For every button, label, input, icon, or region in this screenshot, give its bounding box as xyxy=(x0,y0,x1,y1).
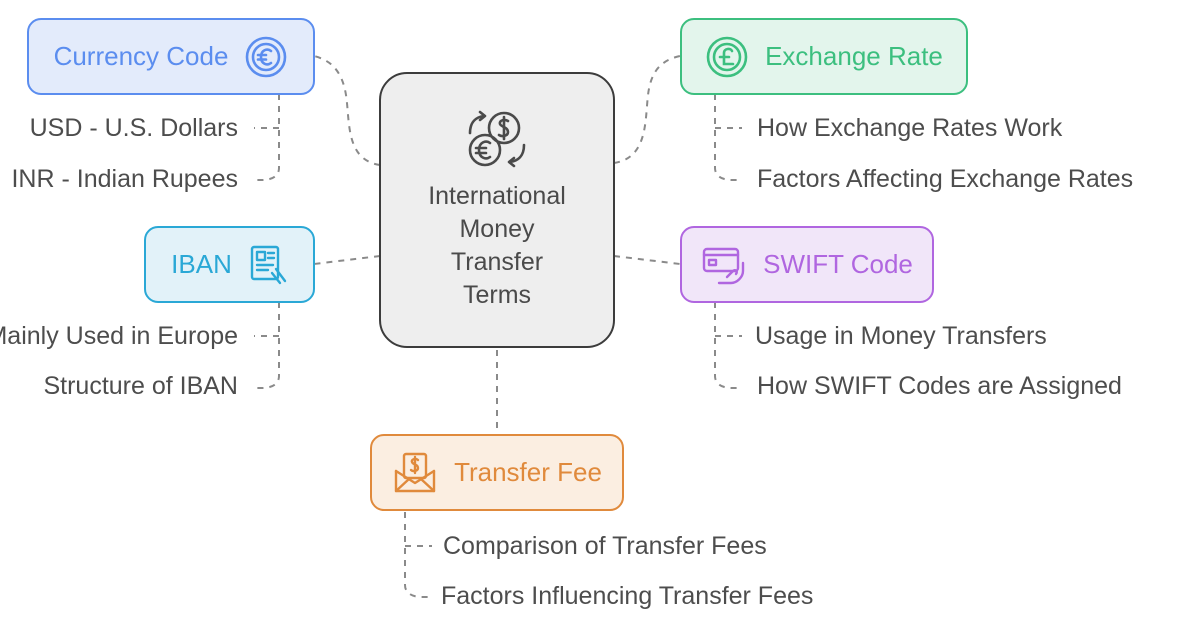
transfer-fee-node: Transfer Fee xyxy=(370,434,624,511)
transfer-fee-label: Transfer Fee xyxy=(454,457,602,487)
money-envelope-icon xyxy=(392,451,438,495)
transfer-fee-item-1: Comparison of Transfer Fees xyxy=(443,532,767,560)
currency-code-node: Currency Code xyxy=(27,18,315,95)
central-title: International Money Transfer Terms xyxy=(428,182,566,309)
currency-exchange-icon xyxy=(462,108,532,170)
currency-code-item-1: USD - U.S. Dollars xyxy=(29,114,238,142)
connector-exchange-items xyxy=(714,94,742,181)
iban-item-1: Mainly Used in Europe xyxy=(0,322,238,350)
exchange-rate-node: Exchange Rate xyxy=(680,18,968,95)
swift-code-node: SWIFT Code xyxy=(680,226,934,303)
iban-item-2: Structure of IBAN xyxy=(43,372,238,400)
currency-code-label: Currency Code xyxy=(53,41,229,71)
connector-fee-items xyxy=(404,512,432,598)
exchange-rate-label: Exchange Rate xyxy=(765,41,943,71)
bank-document-icon xyxy=(248,243,288,287)
iban-label: IBAN xyxy=(171,249,232,279)
card-payment-icon xyxy=(701,243,747,287)
connector-iban xyxy=(313,255,381,265)
transfer-fee-item-2: Factors Influencing Transfer Fees xyxy=(441,582,814,610)
connector-swift-items xyxy=(714,302,742,389)
euro-coin-icon xyxy=(244,35,288,79)
connector-exchange-rate xyxy=(613,55,681,164)
exchange-rate-item-1: How Exchange Rates Work xyxy=(757,114,1063,142)
currency-code-item-2: INR - Indian Rupees xyxy=(11,165,238,193)
connector-swift-code xyxy=(613,255,681,265)
iban-node: IBAN xyxy=(144,226,315,303)
swift-code-item-1: Usage in Money Transfers xyxy=(755,322,1047,350)
exchange-rate-item-2: Factors Affecting Exchange Rates xyxy=(757,165,1134,193)
central-node: International Money Transfer Terms xyxy=(379,72,615,348)
swift-code-item-2: How SWIFT Codes are Assigned xyxy=(757,372,1122,400)
swift-code-label: SWIFT Code xyxy=(763,249,913,279)
connector-currency-code xyxy=(313,55,381,166)
pound-coin-icon xyxy=(705,35,749,79)
connector-iban-items xyxy=(254,302,280,389)
connector-currency-items xyxy=(254,94,280,181)
